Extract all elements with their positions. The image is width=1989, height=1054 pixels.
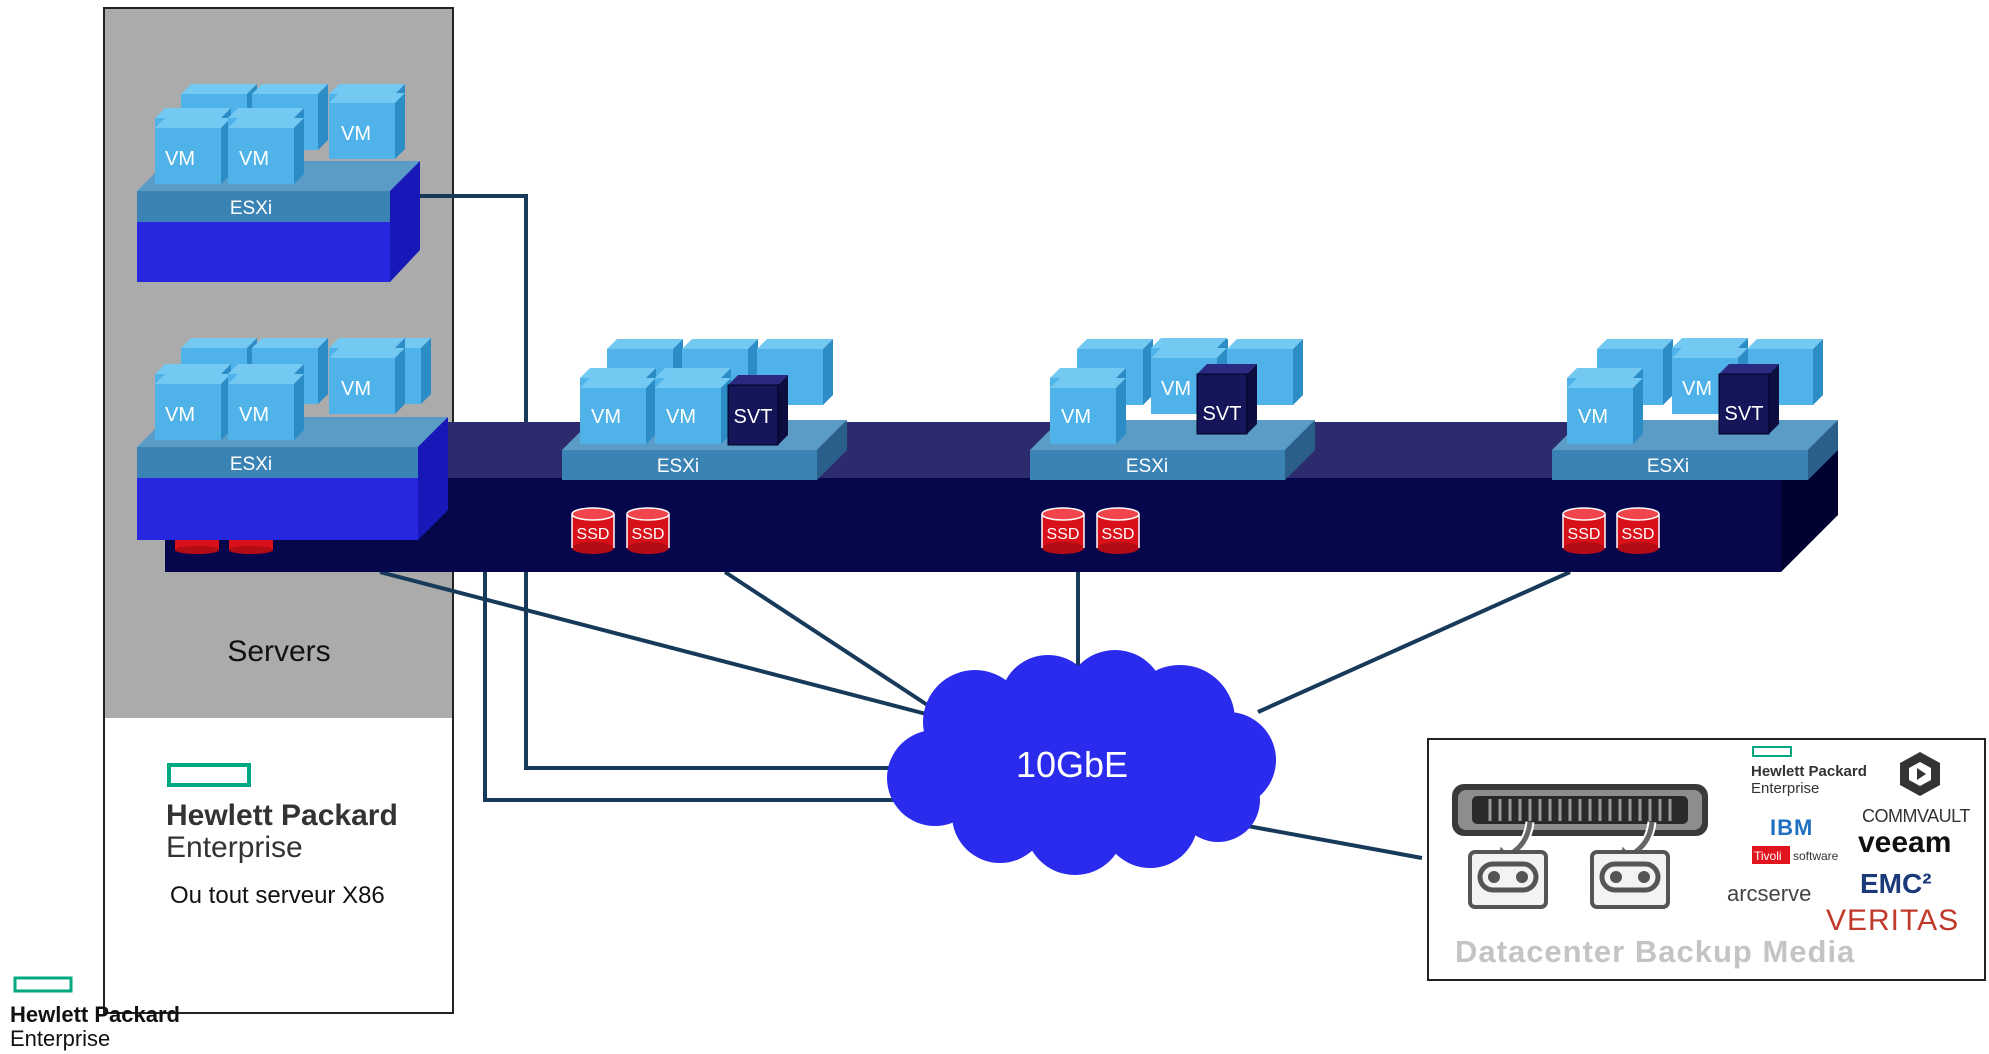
veeam-logo: veeam xyxy=(1858,826,1951,859)
server-top-body xyxy=(137,222,390,282)
ssd-label: SSD xyxy=(1568,526,1601,543)
node-3-esxi-layer xyxy=(1552,450,1808,480)
tivoli-sub: software xyxy=(1793,849,1839,863)
backup-hpe-line1: Hewlett Packard xyxy=(1751,763,1867,780)
node-2-esxi-label: ESXi xyxy=(1126,456,1168,477)
link-backbone-left-to-network xyxy=(379,570,931,717)
hpe-logo-line1: Hewlett Packard xyxy=(166,799,398,832)
hpe-logo-line2: Enterprise xyxy=(166,831,303,864)
backup-hpe-line2: Enterprise xyxy=(1751,780,1819,797)
network-label: 10GbE xyxy=(1016,744,1128,785)
commvault-logo: COMMVAULT xyxy=(1862,806,1970,826)
footer-hpe-line1: Hewlett Packard xyxy=(10,1002,180,1027)
server-top-esxi-label: ESXi xyxy=(230,198,272,219)
ssd-label: SSD xyxy=(1102,526,1135,543)
ssd-label: SSD xyxy=(1047,526,1080,543)
backup-title: Datacenter Backup Media xyxy=(1455,934,1855,969)
hyperconverged-node-3: ESXi VM VM SVT SSD SSD xyxy=(1552,338,1838,555)
vm-label: VM xyxy=(666,406,696,428)
footer-hpe-mark xyxy=(13,976,73,993)
vm-label: VM xyxy=(1578,406,1608,428)
vm-label: VM xyxy=(1682,378,1712,400)
backup-hpe-logo: Hewlett Packard Enterprise xyxy=(1751,746,1867,797)
server-rack-node-esxi-label: ESXi xyxy=(230,454,272,475)
node-1-esxi-layer xyxy=(562,450,817,480)
network-cloud: 10GbE xyxy=(887,650,1276,875)
backup-app-icon xyxy=(1900,752,1940,796)
hyperconverged-node-1: ESXi VM VM SVT SSD SSD xyxy=(562,339,847,555)
vm-label: VM xyxy=(165,148,195,170)
tivoli-logo: Tivoli xyxy=(1754,849,1782,863)
arcserve-logo: arcserve xyxy=(1727,881,1811,906)
link-node1-to-network xyxy=(723,570,937,712)
vm-label: VM xyxy=(1061,406,1091,428)
server-rack-hpe-logo: Hewlett Packard Enterprise xyxy=(166,763,398,864)
veritas-logo: VERITAS xyxy=(1826,904,1959,937)
ibm-logo: IBM xyxy=(1770,815,1813,840)
tape-library-icon xyxy=(1452,784,1708,909)
ssd-label: SSD xyxy=(577,526,610,543)
backup-panel: Hewlett Packard Enterprise IBM COMMVAULT… xyxy=(1427,738,1986,981)
servers-label: Servers xyxy=(227,635,330,668)
vm-label: VM xyxy=(1161,378,1191,400)
ssd-label: SSD xyxy=(1622,526,1655,543)
node-1-esxi-label: ESXi xyxy=(657,456,699,477)
vm-label: VM xyxy=(239,148,269,170)
svt-label: SVT xyxy=(1725,403,1764,425)
emc-logo: EMC² xyxy=(1860,868,1932,899)
server-top: ESXi VM VM VM xyxy=(137,84,420,282)
server-rack-note: Ou tout serveur X86 xyxy=(170,882,385,909)
hyperconverged-node-2: ESXi VM VM SVT SSD SSD xyxy=(1030,338,1315,555)
server-top-esxi-layer xyxy=(137,191,390,222)
ssd-label: SSD xyxy=(632,526,665,543)
vm-label: VM xyxy=(341,123,371,145)
link-node3-to-network xyxy=(1257,570,1571,714)
svt-label: SVT xyxy=(734,406,773,428)
tivoli-badge xyxy=(1752,846,1790,864)
footer-hpe-line2: Enterprise xyxy=(10,1026,110,1051)
server-rack-node-esxi-layer xyxy=(137,447,418,478)
tape-cartridge-icon xyxy=(1590,850,1670,909)
server-rack-node: ESXi VM VM VM xyxy=(137,338,448,554)
vm-label: VM xyxy=(165,404,195,426)
vm-label: VM xyxy=(239,404,269,426)
node-3-esxi-label: ESXi xyxy=(1647,456,1689,477)
node-2-esxi-layer xyxy=(1030,450,1285,480)
hpe-logo-mark xyxy=(167,763,251,787)
server-rack-node-ssd xyxy=(175,540,273,554)
svt-label: SVT xyxy=(1203,403,1242,425)
vm-label: VM xyxy=(341,378,371,400)
footer-hpe-logo: Hewlett Packard Enterprise xyxy=(10,976,180,1051)
tape-cartridge-icon xyxy=(1468,850,1548,909)
vm-label: VM xyxy=(591,406,621,428)
server-rack-node-body xyxy=(137,478,418,540)
